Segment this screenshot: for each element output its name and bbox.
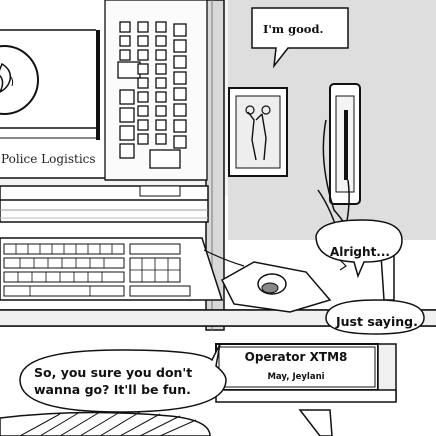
speech-bubble-alright xyxy=(315,219,403,279)
operator-reply-text: I'm good. xyxy=(263,22,324,36)
coworker-dialogue-text: So, you sure you don't wanna go? It'll b… xyxy=(34,365,193,397)
binder-shelf xyxy=(104,0,208,181)
nameplate-subtitle: May, Jeylani xyxy=(267,372,325,382)
operator-just-saying-text: Just saying. xyxy=(336,314,418,329)
speech-bubble-im-good xyxy=(251,7,349,69)
operator-alright-text: Alright... xyxy=(330,245,390,259)
framed-photo xyxy=(228,87,288,177)
poster-caption: Police Logistics xyxy=(1,152,96,166)
speech-bubble-just-saying xyxy=(325,299,425,335)
speech-bubble-coworker xyxy=(19,343,227,413)
mouse-and-pad xyxy=(203,249,347,313)
police-logistics-poster xyxy=(0,0,107,179)
keyboard xyxy=(0,237,224,301)
computer-monitor xyxy=(0,185,209,223)
wall-phone xyxy=(322,83,361,241)
coworker-hair xyxy=(0,409,333,436)
nameplate-title: Operator XTM8 xyxy=(244,350,348,364)
operator-nameplate xyxy=(215,343,397,403)
